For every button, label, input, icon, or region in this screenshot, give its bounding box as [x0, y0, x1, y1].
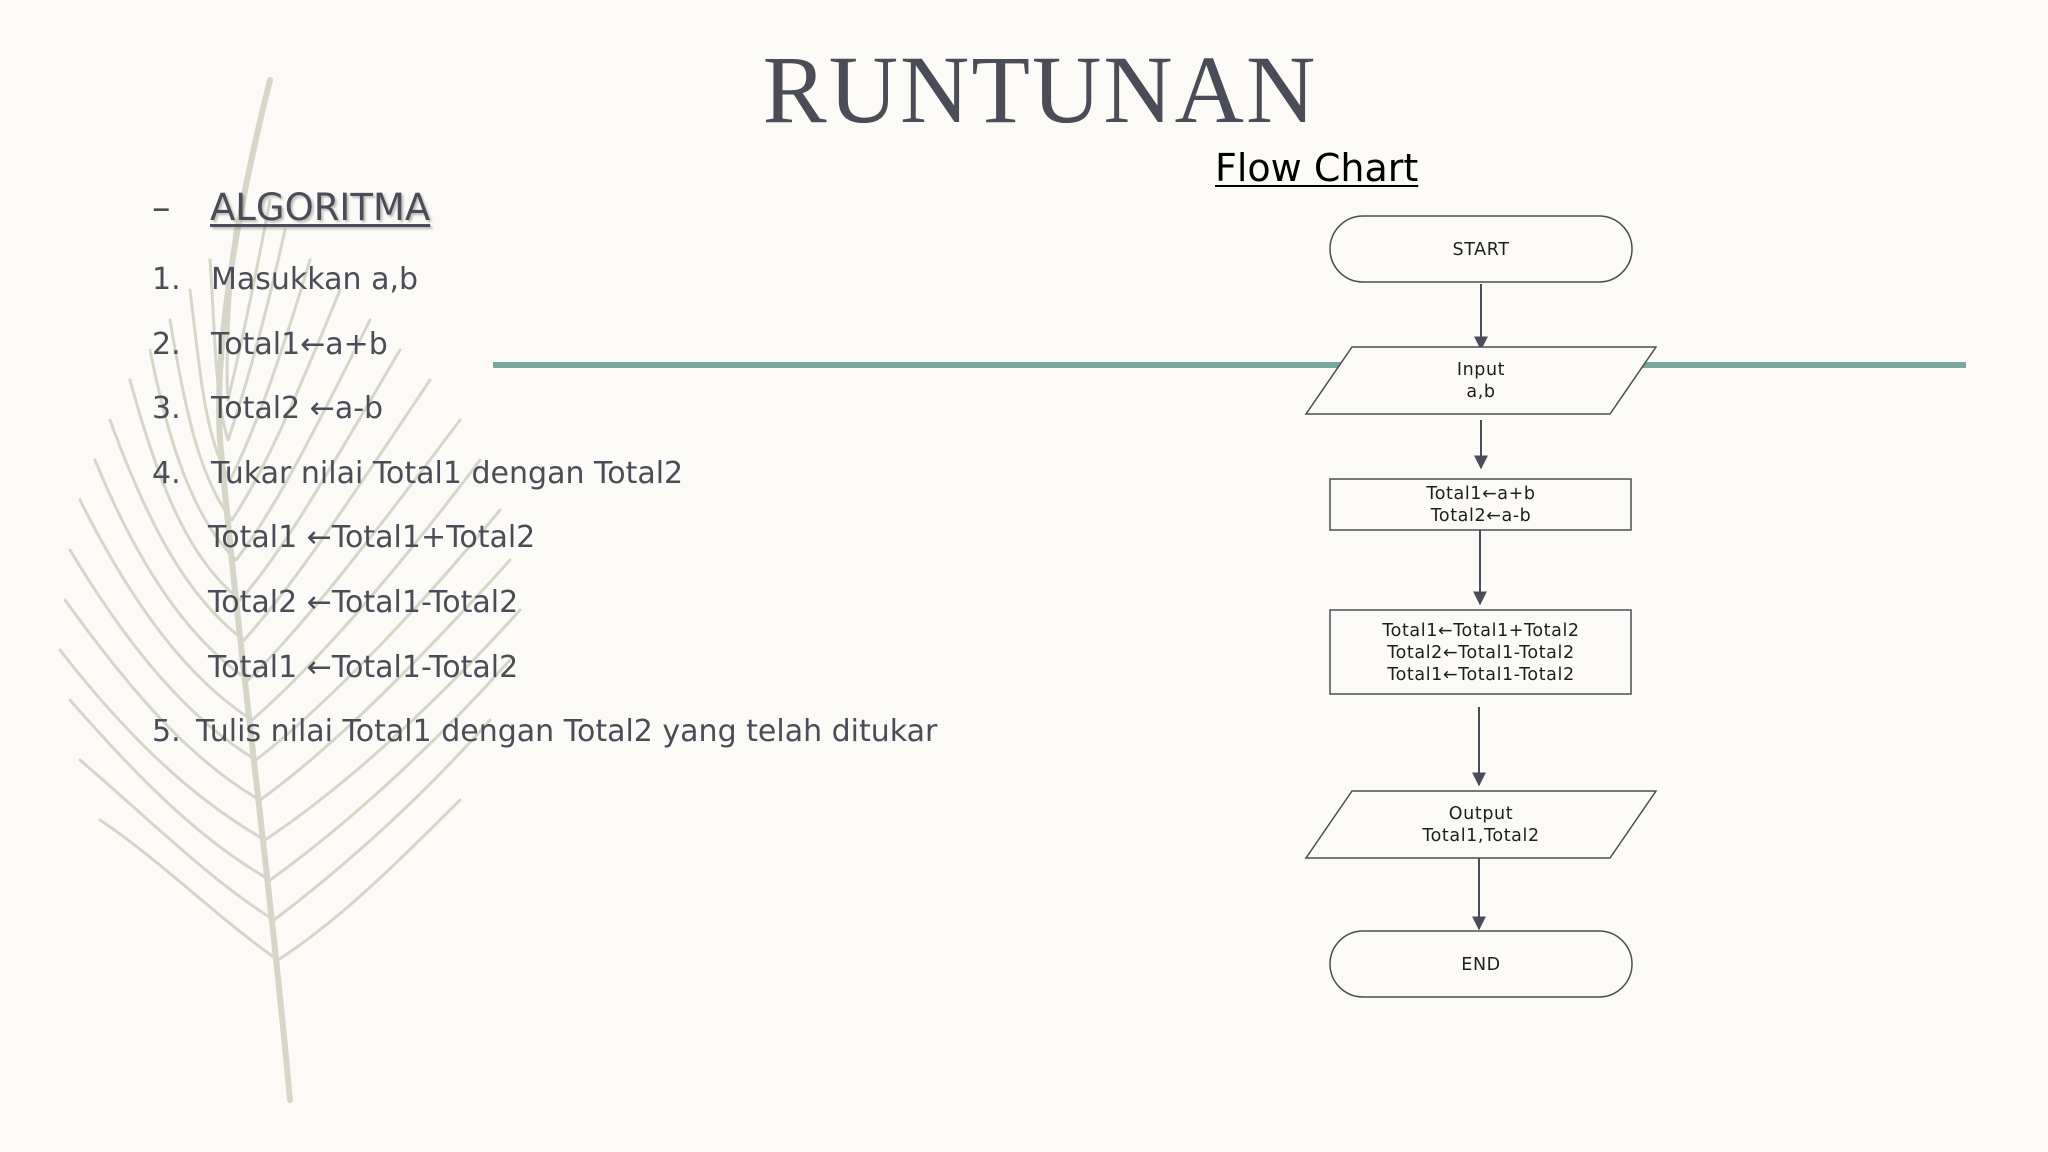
process1-line1: Total1←a+b	[1425, 484, 1535, 504]
step-text: Total2 ←a-b	[211, 391, 384, 427]
output-label-line1: Output	[1449, 804, 1513, 824]
output-label-line2: Total1,Total2	[1421, 826, 1539, 846]
process-node-1: Total1←a+b Total2←a-b	[1329, 478, 1632, 531]
end-shape	[1329, 930, 1633, 998]
process-shape-1	[1329, 478, 1632, 531]
start-label: START	[1453, 240, 1510, 260]
process-node-2: Total1←Total1+Total2 Total2←Total1-Total…	[1329, 609, 1632, 695]
step-number: 2.	[152, 326, 181, 362]
algorithm-step: 2. Total1←a+b	[152, 323, 937, 388]
output-shape	[1304, 790, 1658, 859]
process2-line3: Total1←Total1-Total2	[1386, 665, 1574, 685]
step-number: 4.	[152, 455, 181, 491]
step-number: 5.	[152, 714, 181, 750]
step-text: Tulis nilai Total1 dengan Total2 yang te…	[196, 714, 938, 750]
step-number: 1.	[152, 262, 181, 297]
process1-line2: Total2←a-b	[1430, 506, 1532, 526]
feather-watermark	[58, 77, 522, 1103]
input-label-line2: a,b	[1466, 382, 1495, 402]
algorithm-steps: 1. Masukkan a,b 2. Total1←a+b 3. Total2 ←a-…	[152, 258, 937, 775]
dash-bullet: –	[152, 186, 171, 229]
process2-line1: Total1←Total1+Total2	[1381, 621, 1579, 641]
step-text: Masukkan a,b	[211, 262, 419, 297]
algorithm-heading-row: –ALGORITMA	[152, 186, 430, 229]
algorithm-substep: Total1 ←Total1+Total2	[208, 520, 536, 556]
algorithm-substep: Total2 ←Total1-Total2	[208, 584, 519, 620]
algorithm-step: 5. Tulis nilai Total1 dengan Total2 yang …	[152, 710, 937, 775]
algorithm-step: 4. Tukar nilai Total1 dengan Total2	[152, 452, 937, 517]
end-label: END	[1461, 955, 1500, 975]
algorithm-substep: Total1 ←Total1-Total2	[208, 649, 519, 685]
algorithm-step: 1. Masukkan a,b	[152, 258, 937, 323]
step-text: Tukar nilai Total1 dengan Total2	[211, 455, 684, 491]
step-text: Total1←a+b	[211, 326, 388, 362]
start-shape	[1329, 215, 1633, 283]
process-shape-2	[1329, 609, 1632, 695]
slide-title: RUNTUNAN	[762, 36, 1318, 143]
start-terminal: START	[1329, 215, 1633, 283]
step-number: 3.	[152, 391, 181, 427]
end-terminal: END	[1329, 930, 1633, 998]
output-node: Output Total1,Total2	[1304, 790, 1658, 859]
algorithm-step: 3. Total2 ←a-b	[152, 387, 937, 452]
accent-divider-line	[493, 362, 1966, 368]
input-label-line1: Input	[1457, 360, 1505, 380]
input-shape	[1304, 346, 1658, 415]
process2-line2: Total2←Total1-Total2	[1386, 643, 1574, 663]
algorithm-heading: ALGORITMA	[210, 186, 431, 229]
flowchart-heading: Flow Chart	[1215, 146, 1419, 190]
input-node: Input a,b	[1304, 346, 1658, 415]
